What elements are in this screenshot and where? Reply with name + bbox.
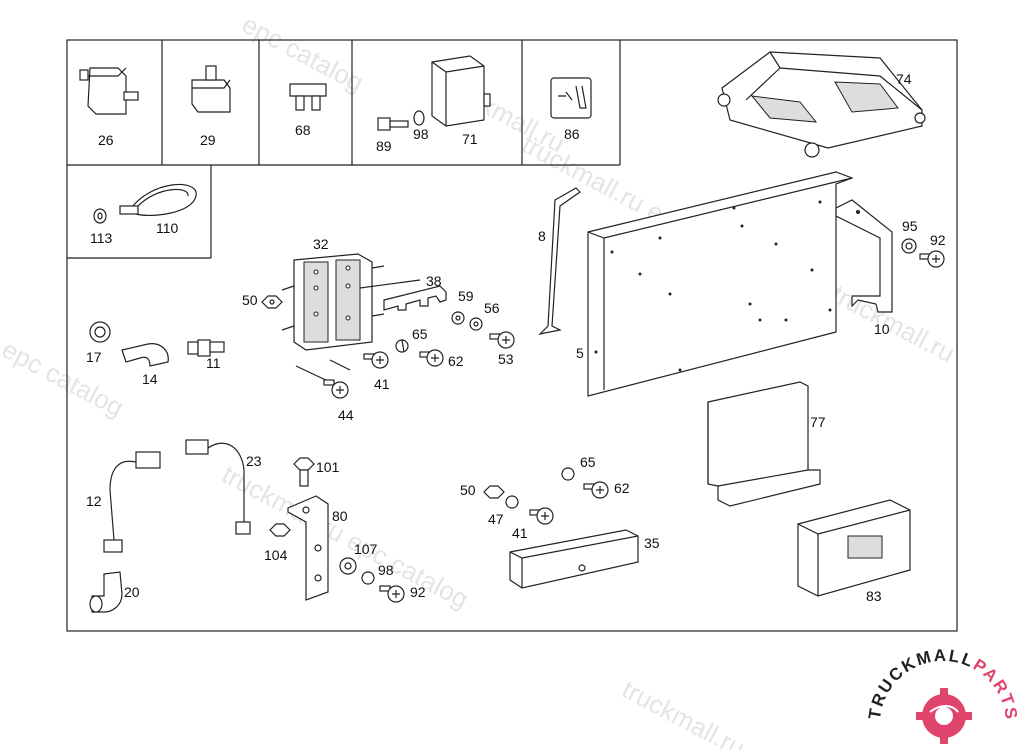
callout-label: 74 — [896, 71, 912, 87]
part-113-washer[interactable] — [93, 208, 107, 224]
part-89-bolt[interactable] — [377, 117, 409, 131]
part-77-bracket[interactable] — [707, 381, 821, 507]
part-59-washer[interactable] — [451, 311, 465, 325]
part-5-plate[interactable] — [587, 171, 854, 397]
part-38-clip[interactable] — [359, 279, 447, 311]
callout-label: 10 — [874, 321, 890, 337]
callout-label: 59 — [458, 288, 474, 304]
callout-label: 29 — [200, 132, 216, 148]
part-71-module[interactable] — [431, 55, 491, 127]
part-74-control-unit[interactable] — [717, 51, 926, 158]
callout-label: 77 — [810, 414, 826, 430]
callout-label: 44 — [338, 407, 354, 423]
part-62-screw[interactable] — [419, 349, 444, 367]
part-65-lock-washer-lower[interactable] — [561, 467, 575, 481]
callout-label: 107 — [354, 541, 378, 557]
callout-label: 83 — [866, 588, 882, 604]
diagram-frame — [66, 39, 958, 632]
callout-label: 65 — [412, 326, 428, 342]
callout-label: 86 — [564, 126, 580, 142]
callout-label: 98 — [413, 126, 429, 142]
watermark-text: epc catalog — [0, 334, 129, 423]
callout-label: 26 — [98, 132, 114, 148]
callout-label: 92 — [930, 232, 946, 248]
part-98-washer[interactable] — [413, 110, 425, 126]
callout-label: 98 — [378, 562, 394, 578]
part-50-nut-lower[interactable] — [483, 485, 505, 499]
part-11-fitting[interactable] — [187, 339, 225, 357]
part-98-washer-lower[interactable] — [361, 571, 375, 585]
part-56-washer[interactable] — [469, 317, 483, 331]
part-20-elbow[interactable] — [89, 571, 123, 613]
callout-label: 20 — [124, 584, 140, 600]
callout-label: 35 — [644, 535, 660, 551]
gear-icon — [916, 688, 972, 744]
part-23-cable[interactable] — [185, 439, 251, 535]
callout-label: 113 — [90, 230, 113, 246]
part-62-screw-lower[interactable] — [583, 481, 609, 499]
callout-label: 23 — [246, 453, 262, 469]
part-41-screw[interactable] — [363, 351, 389, 369]
part-26-relay[interactable] — [79, 67, 139, 115]
callout-label: 65 — [580, 454, 596, 470]
callout-label: 53 — [498, 351, 514, 367]
callout-label: 32 — [313, 236, 329, 252]
watermark-text: truckmall.ru — [827, 279, 960, 369]
part-29-relay[interactable] — [191, 65, 231, 113]
callout-label: 56 — [484, 300, 500, 316]
part-47-washer[interactable] — [505, 495, 519, 509]
callout-label: 62 — [448, 353, 464, 369]
callout-label: 62 — [614, 480, 630, 496]
brand-logo: TRUCKMALLPARTS — [865, 646, 1019, 744]
part-107-washer[interactable] — [339, 557, 357, 575]
part-80-bracket[interactable] — [287, 495, 329, 601]
part-86-label[interactable] — [550, 77, 592, 119]
callout-label: 110 — [156, 220, 179, 236]
part-110-cable-tie[interactable] — [119, 184, 197, 217]
callout-label: 41 — [374, 376, 390, 392]
callout-label: 89 — [376, 138, 392, 154]
callout-label: 47 — [488, 511, 504, 527]
part-10-bracket[interactable] — [835, 199, 893, 313]
part-50-nut[interactable] — [261, 295, 283, 309]
callout-label: 92 — [410, 584, 426, 600]
callout-label: 17 — [86, 349, 102, 365]
part-14-elbow[interactable] — [121, 343, 169, 367]
callout-label: 41 — [512, 525, 528, 541]
part-104-nut[interactable] — [269, 523, 291, 537]
part-101-bolt[interactable] — [293, 457, 315, 487]
callout-label: 8 — [538, 228, 546, 244]
part-32-relay-holder[interactable] — [281, 253, 385, 351]
callout-label: 12 — [86, 493, 102, 509]
part-44-screw[interactable] — [295, 359, 351, 399]
part-65-lock-washer[interactable] — [395, 339, 409, 353]
callout-label: 104 — [264, 547, 288, 563]
part-8-strap[interactable] — [538, 187, 581, 335]
part-92-screw[interactable] — [919, 250, 945, 268]
callout-label: 101 — [316, 459, 340, 475]
callout-labels: 26 29 68 89 98 71 86 74 113 110 8 95 92 … — [86, 71, 946, 604]
part-92-screw-lower[interactable] — [379, 585, 405, 603]
part-95-washer[interactable] — [901, 238, 917, 254]
part-41-screw-lower[interactable] — [529, 507, 554, 525]
callout-label: 50 — [460, 482, 476, 498]
callout-label: 71 — [462, 131, 478, 147]
part-35-control-module[interactable] — [509, 529, 639, 589]
watermark-text: truckmall.ru — [617, 674, 750, 750]
callout-label: 50 — [242, 292, 258, 308]
callout-label: 95 — [902, 218, 918, 234]
callout-label: 80 — [332, 508, 348, 524]
callout-label: 5 — [576, 345, 584, 361]
part-12-sensor-cable[interactable] — [103, 451, 161, 553]
callout-label: 68 — [295, 122, 311, 138]
watermark-text: truckmall.ru epc catalog — [217, 459, 474, 614]
callout-label: 11 — [206, 355, 221, 371]
part-68-fuse[interactable] — [289, 83, 327, 111]
part-83-control-unit[interactable] — [797, 499, 911, 597]
part-17-plug[interactable] — [89, 321, 111, 343]
part-53-screw[interactable] — [489, 331, 515, 349]
callout-label: 38 — [426, 273, 442, 289]
callout-label: 14 — [142, 371, 158, 387]
